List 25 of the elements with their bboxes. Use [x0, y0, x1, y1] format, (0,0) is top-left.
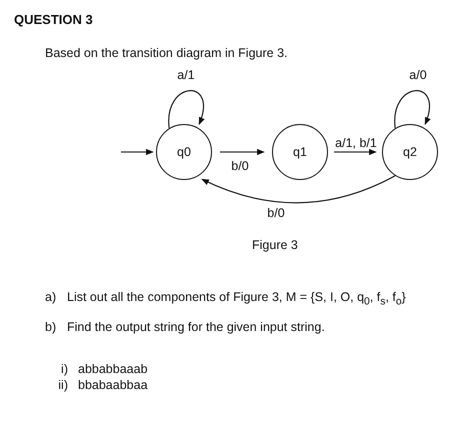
question-text: bbabaabbaa	[78, 378, 148, 392]
transition-arrow	[201, 175, 396, 204]
state-circle: q0	[156, 124, 212, 180]
transition-arrow	[220, 148, 265, 156]
list-marker: i)	[60, 362, 68, 376]
question-heading: QUESTION 3	[14, 12, 93, 27]
question-text: Find the output string for the given input string.	[67, 320, 325, 334]
question-text: a)	[45, 290, 56, 304]
self-loop-arrow	[394, 90, 430, 128]
edge-label: b/0	[267, 206, 285, 220]
question-text: Based on the transition diagram in Figure 3.	[45, 46, 288, 60]
transition-arrow	[121, 148, 154, 156]
figure-caption: Figure 3	[252, 238, 298, 252]
edge-label: b/0	[231, 159, 249, 173]
question-text: abbabbaaab	[78, 362, 148, 376]
edge-label: a/1	[177, 68, 195, 82]
question-text: b)	[45, 320, 56, 334]
state-circle: q2	[382, 124, 438, 180]
self-loop-arrow	[168, 90, 204, 128]
question-text: List out all the components of Figure 3, M = {S, I, O, q$_{0}$, f$_{s}$, f$_{o}$}	[67, 290, 406, 308]
edge-label: a/0	[409, 68, 427, 82]
transition-arrow	[334, 148, 377, 156]
state-circle: q1	[272, 124, 328, 180]
list-marker: ii)	[57, 378, 68, 392]
edge-label: a/1, b/1	[335, 136, 377, 150]
